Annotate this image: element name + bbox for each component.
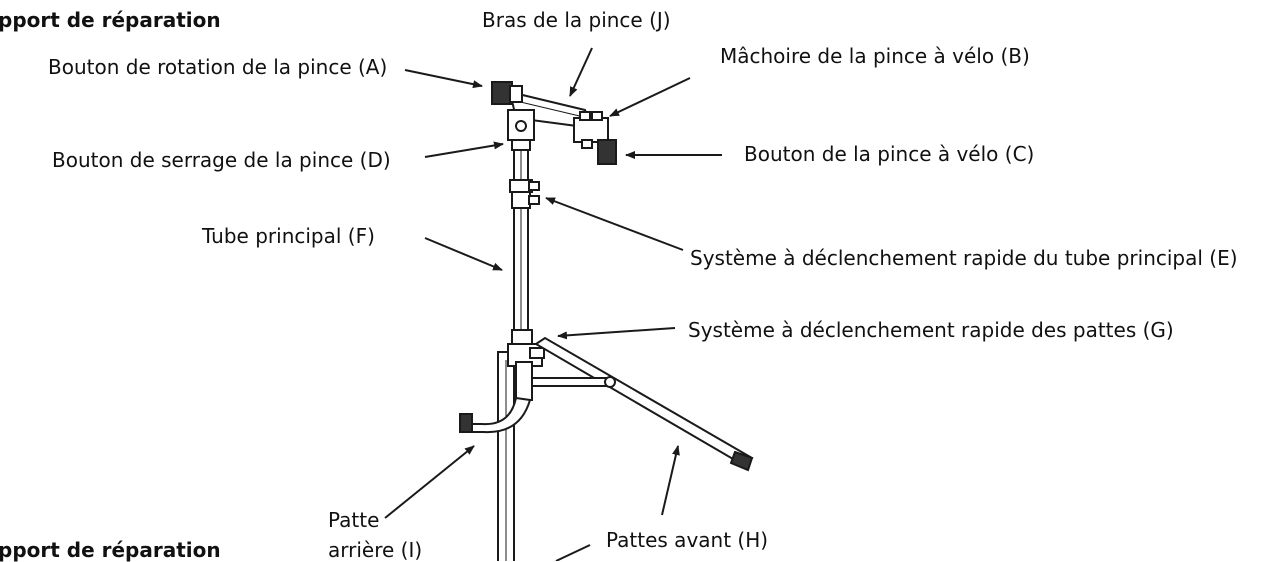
repair-stand bbox=[459, 81, 754, 561]
arrow-F bbox=[424, 237, 503, 271]
rotation-knob bbox=[491, 81, 523, 105]
arrow-A bbox=[404, 69, 483, 89]
arrow-B bbox=[609, 77, 691, 117]
arrow-G bbox=[557, 327, 676, 340]
arrow-E bbox=[545, 197, 684, 251]
label-bike-clamp-knob: Bouton de la pince à vélo (C) bbox=[744, 142, 1035, 166]
heading-top: pport de réparation bbox=[0, 8, 221, 32]
arrow-D bbox=[424, 141, 504, 158]
arrow-H bbox=[661, 445, 680, 516]
legs-quick-release bbox=[507, 329, 545, 367]
label-rotation-knob: Bouton de rotation de la pince (A) bbox=[48, 55, 388, 79]
heading-bottom: pport de réparation bbox=[0, 538, 221, 562]
main-tube-quick-release bbox=[509, 179, 540, 209]
label-bike-clamp-jaw: Mâchoire de la pince à vélo (B) bbox=[720, 44, 1030, 68]
label-clamp-tightening-knob: Bouton de serrage de la pince (D) bbox=[52, 148, 391, 172]
bike-clamp-jaw bbox=[573, 111, 609, 149]
rear-vertical-tube bbox=[497, 351, 515, 561]
clamp-tightening-body bbox=[507, 109, 535, 151]
label-legs-quick-release: Système à déclenchement rapide des patte… bbox=[688, 318, 1174, 342]
label-clamp-arm: Bras de la pince (J) bbox=[482, 8, 671, 32]
bike-clamp-knob bbox=[597, 139, 617, 165]
label-main-tube-quick-release: Système à déclenchement rapide du tube p… bbox=[690, 246, 1238, 270]
front-leg bbox=[534, 336, 754, 472]
rear-leg bbox=[459, 361, 533, 434]
arrow-H-2 bbox=[555, 544, 591, 561]
callout-arrows bbox=[384, 47, 722, 561]
leg-brace bbox=[527, 376, 616, 388]
main-tube bbox=[513, 147, 529, 341]
label-rear-leg-line1: Patte bbox=[328, 508, 380, 532]
label-front-legs: Pattes avant (H) bbox=[606, 528, 769, 552]
label-main-tube: Tube principal (F) bbox=[202, 224, 375, 248]
arrow-J bbox=[569, 47, 593, 97]
arrow-I bbox=[384, 445, 475, 519]
label-rear-leg-line2: arrière (I) bbox=[328, 538, 423, 562]
